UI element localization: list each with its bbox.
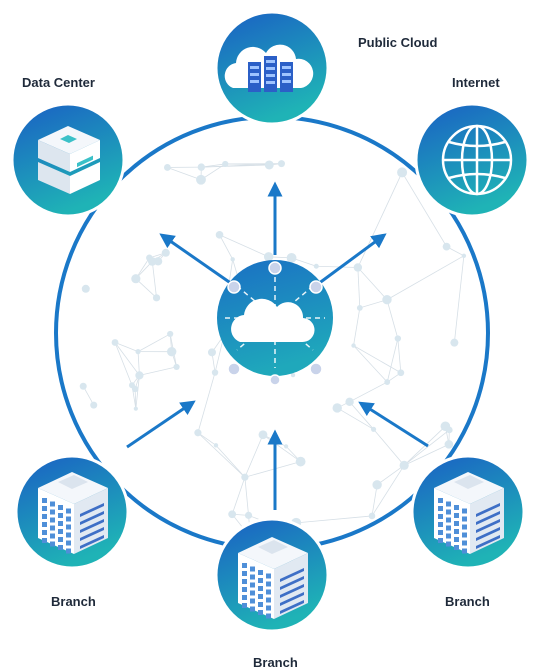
branch-node-left [14, 454, 130, 570]
label-branch-left: Branch [51, 594, 96, 609]
internet-node [414, 102, 530, 218]
arrow-from-left-branch [126, 400, 196, 449]
branch-node-bottom [214, 517, 330, 633]
office-building-icon [38, 472, 108, 554]
branch-node-right [410, 454, 526, 570]
public-cloud-node [214, 10, 330, 126]
globe-icon [441, 124, 513, 196]
cloud-server-icon [224, 44, 314, 92]
arrow-from-right-branch [358, 401, 429, 448]
hub-node [217, 260, 333, 386]
cloud-icon [231, 298, 315, 343]
label-data-center: Data Center [22, 75, 95, 90]
arrow-up-right [317, 233, 387, 286]
label-public-cloud: Public Cloud [358, 35, 438, 50]
data-center-node [10, 102, 126, 218]
office-building-icon [238, 537, 308, 619]
arrows [126, 181, 429, 510]
label-branch-right: Branch [445, 594, 490, 609]
server-stack-icon [38, 126, 100, 194]
office-building-icon [434, 472, 504, 554]
label-internet: Internet [452, 75, 500, 90]
label-branch-bottom: Branch [253, 655, 298, 670]
arrow-up-left [159, 233, 233, 286]
